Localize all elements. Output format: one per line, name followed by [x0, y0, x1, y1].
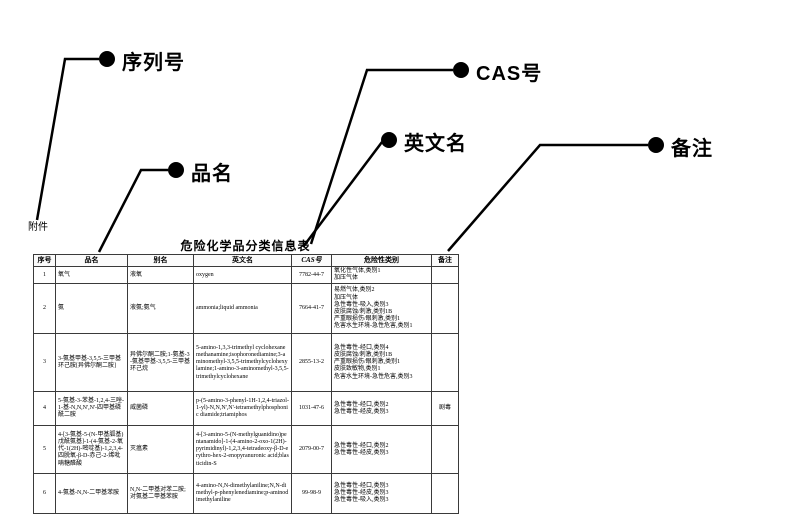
table-header-row: 序号 品名 别名 英文名 CAS号 危险性类别 备注 — [33, 254, 459, 267]
cell-note — [431, 265, 459, 285]
cell-english: oxygen — [193, 265, 292, 285]
callout-line-serial — [35, 57, 99, 221]
col-header-english: 英文名 — [193, 254, 292, 267]
cell-name: 氨 — [55, 283, 128, 335]
cell-cas: 7664-41-7 — [291, 283, 332, 335]
callout-dot-english — [381, 132, 397, 148]
cell-hazard: 急性毒性-经口,类别4 皮肤腐蚀/刺激,类别1B 严重眼损伤/眼刺激,类别1 皮… — [331, 333, 432, 393]
cell-seq: 4 — [33, 391, 56, 427]
cell-seq: 6 — [33, 473, 56, 515]
callout-dot-serial — [99, 51, 115, 67]
cell-name: 3-氨基甲基-3,5,5-三甲基环己胺[异佛尔酮二胺] — [55, 333, 128, 393]
cell-cas: 1031-47-6 — [291, 391, 332, 427]
cell-cas: 2079-00-7 — [291, 425, 332, 475]
col-header-note: 备注 — [431, 254, 459, 267]
attachment-label: 附件 — [28, 222, 48, 233]
cell-name: 4-[3-氨基-5-(N-甲基胍基)戊酰氨基]-1-(4-氨基-2-氧代-1(2… — [55, 425, 128, 475]
col-header-hazard: 危险性类别 — [331, 254, 432, 267]
col-header-cas: CAS号 — [291, 254, 332, 267]
cell-seq: 5 — [33, 425, 56, 475]
cell-hazard: 急性毒性-经口,类别2 急性毒性-经皮,类别3 — [331, 391, 432, 427]
col-header-name: 品名 — [55, 254, 128, 267]
col-header-alias: 别名 — [127, 254, 194, 267]
table-title: 危险化学品分类信息表 — [180, 239, 311, 253]
cell-alias: 灭瘟素 — [127, 425, 194, 475]
cell-seq: 3 — [33, 333, 56, 393]
cell-english: p-(5-amino-3-phenyl-1H-1,2,4-triazol-1-y… — [193, 391, 292, 427]
callout-label-serial: 序列号 — [122, 52, 185, 74]
cell-alias: 液氧 — [127, 265, 194, 285]
cell-alias: 异佛尔酮二胺;1-氨基-3-氨基甲基-3,5,5-三甲基环己烷 — [127, 333, 194, 393]
callout-dot-note — [648, 137, 664, 153]
cell-hazard: 急性毒性-经口,类别3 急性毒性-经皮,类别3 急性毒性-吸入,类别3 — [331, 473, 432, 515]
cell-name: 5-氨基-3-苯基-1,2,4-三唑-1-基-N,N,N',N'-四甲基磷酰二胺 — [55, 391, 128, 427]
cell-hazard: 急性毒性-经口,类别2 急性毒性-经皮,类别3 — [331, 425, 432, 475]
cell-name: 氧气 — [55, 265, 128, 285]
cell-note — [431, 473, 459, 515]
cell-note — [431, 283, 459, 335]
callout-label-note: 备注 — [671, 138, 713, 160]
callout-line-english — [302, 141, 383, 248]
cell-hazard: 易燃气体,类别2 加压气体 急性毒性-吸入,类别3 皮肤腐蚀/刺激,类别1B 严… — [331, 283, 432, 335]
cell-name: 4-氨基-N,N-二甲基苯胺 — [55, 473, 128, 515]
cell-hazard: 氧化性气体,类别1 加压气体 — [331, 265, 432, 285]
cell-cas: 99-98-9 — [291, 473, 332, 515]
callout-dot-name — [168, 162, 184, 178]
cell-note: 剧毒 — [431, 391, 459, 427]
col-header-seq: 序号 — [33, 254, 56, 267]
callout-label-name: 品名 — [191, 163, 233, 185]
cell-cas: 2855-13-2 — [291, 333, 332, 393]
cell-cas: 7782-44-7 — [291, 265, 332, 285]
cell-seq: 1 — [33, 265, 56, 285]
cell-seq: 2 — [33, 283, 56, 335]
cell-english: 4-[3-amino-5-(N-methylguanidino)pentanam… — [193, 425, 292, 475]
callout-line-note — [447, 143, 648, 252]
cell-alias: N,N-二甲基对苯二胺;对氨基二甲基苯胺 — [127, 473, 194, 515]
callout-line-cas — [309, 68, 453, 245]
cell-alias: 液氨;氨气 — [127, 283, 194, 335]
callout-dot-cas — [453, 62, 469, 78]
cell-english: 5-amino-1,3,3-trimethyl cyclohexanemetha… — [193, 333, 292, 393]
callout-label-english: 英文名 — [404, 133, 467, 155]
cell-english: 4-amino-N,N-dimethylaniline;N,N-dimethyl… — [193, 473, 292, 515]
cell-alias: 威菌磷 — [127, 391, 194, 427]
callout-label-cas: CAS号 — [476, 63, 543, 85]
cell-note — [431, 333, 459, 393]
cell-english: ammonia;liquid ammonia — [193, 283, 292, 335]
cell-note — [431, 425, 459, 475]
